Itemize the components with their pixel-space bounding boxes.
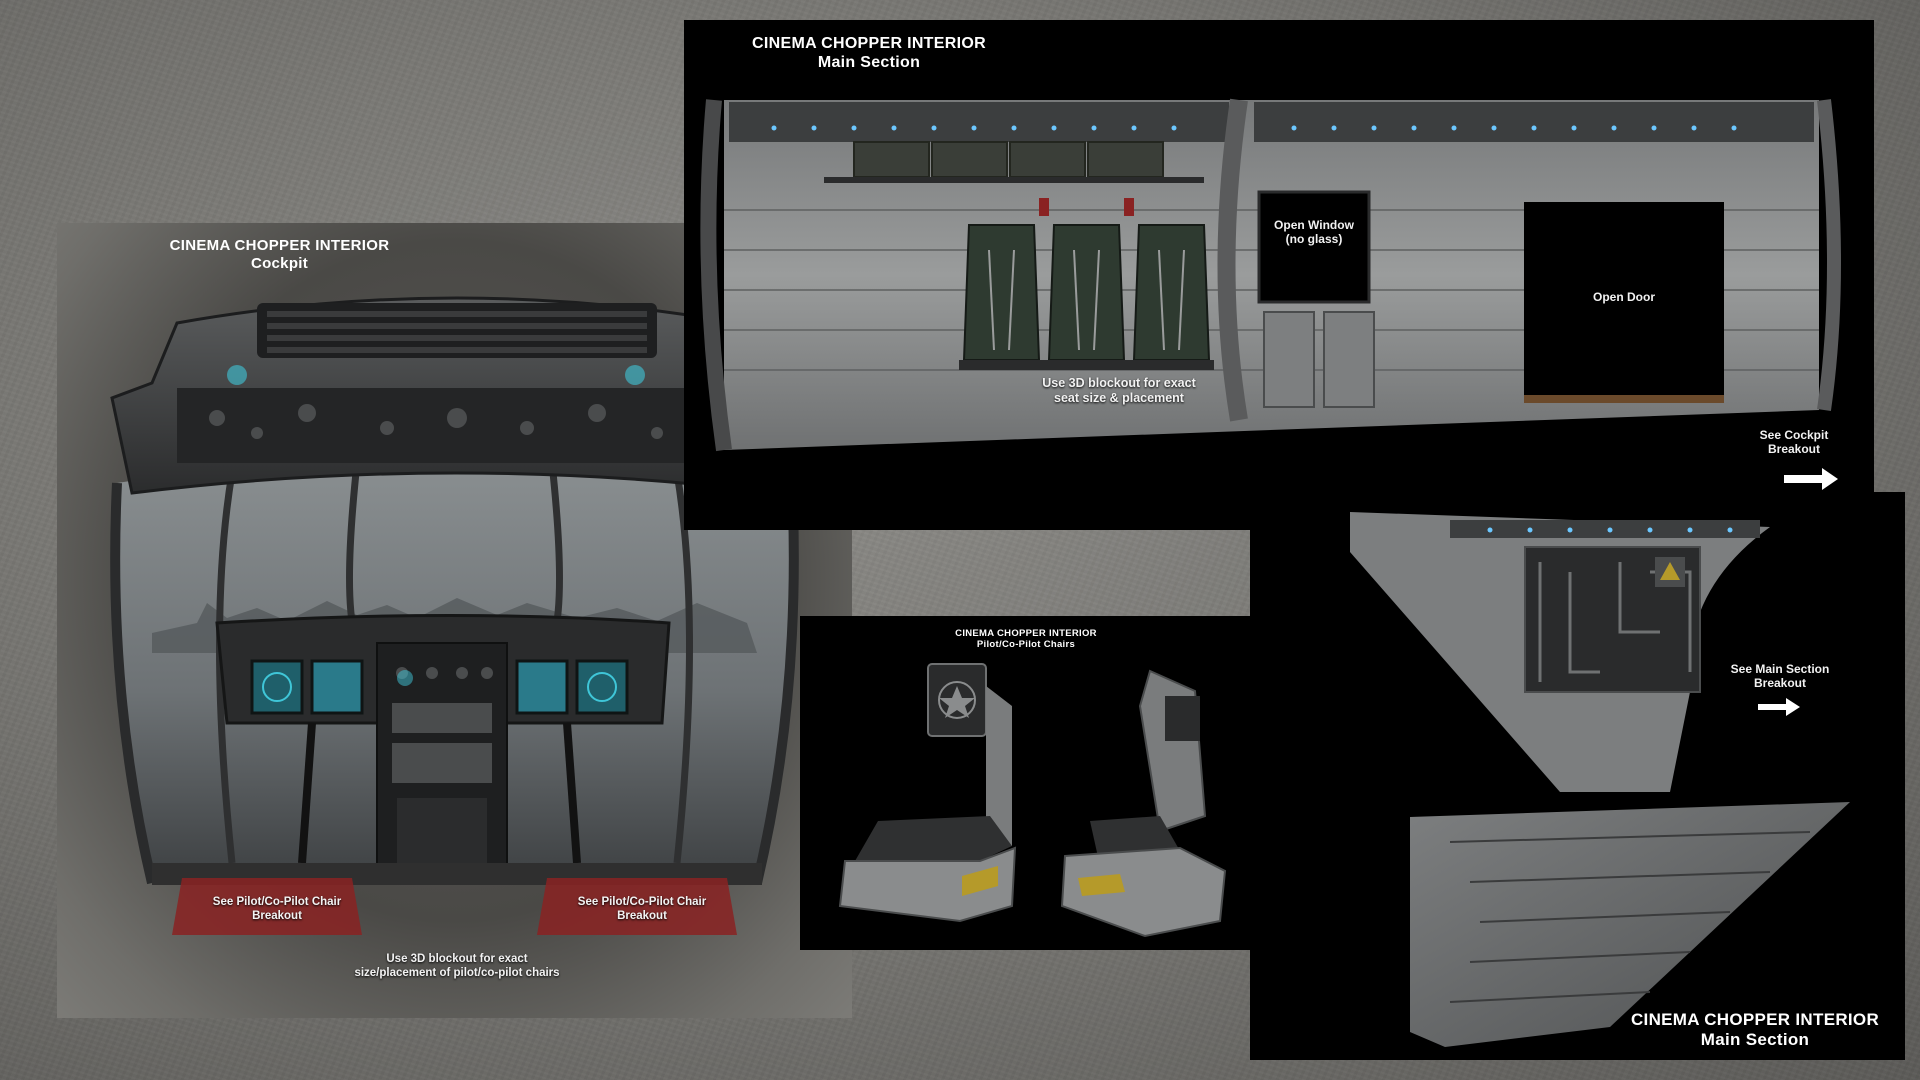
window-label-line2: (no glass) <box>1285 232 1343 247</box>
cockpit-title-line1: CINEMA CHOPPER INTERIOR <box>169 237 390 254</box>
main-section-top-panel: CINEMA CHOPPER INTERIOR Main Section <box>684 20 1874 530</box>
main-section-illustration <box>700 98 1841 452</box>
floor-ramp <box>1410 802 1850 1047</box>
jump-seats <box>959 224 1214 370</box>
cockpit-title: CINEMA CHOPPER INTERIOR Cockpit <box>57 237 502 273</box>
chairs-panel: CINEMA CHOPPER INTERIOR Pilot/Co-Pilot C… <box>800 616 1252 950</box>
main-section-breakout-ref-line2: Breakout <box>1753 676 1806 691</box>
overhead-light-right <box>625 365 645 385</box>
cockpit-illustration <box>110 296 799 935</box>
main-section-breakout-ref: See Main Section Breakout <box>1715 662 1845 691</box>
mfd-screen-3 <box>515 659 569 715</box>
cockpit-blockout-note-line2: size/placement of pilot/co-pilot chairs <box>354 966 560 979</box>
canopy-strut-4 <box>673 472 693 864</box>
arrow-right-icon <box>1758 698 1800 716</box>
main-section-bottom-panel: See Main Section Breakout CINEMA CHOPPER… <box>1250 492 1905 1060</box>
wall-hatch-2 <box>1323 311 1375 408</box>
seat-note-line1: Use 3D blockout for exact <box>1042 376 1196 390</box>
red-handle-2 <box>1124 198 1134 216</box>
cyclic-stick-right <box>563 722 581 864</box>
ceiling-rail-right <box>1254 102 1814 142</box>
cockpit-breakout-ref-line2: Breakout <box>1767 442 1820 457</box>
warning-icon <box>1660 562 1680 580</box>
main-section-breakout-ref-line1: See Main Section <box>1730 662 1830 676</box>
frame-rib-left <box>700 99 732 452</box>
cargo-boxes <box>853 141 1164 178</box>
ceiling-rail-left <box>729 102 1229 142</box>
window-label-line1: Open Window <box>1274 218 1354 232</box>
chairs-title-line1: CINEMA CHOPPER INTERIOR <box>955 628 1097 639</box>
overhead-light-left <box>227 365 247 385</box>
wall-hatch-1 <box>1263 311 1315 408</box>
main-bottom-title: CINEMA CHOPPER INTERIOR Main Section <box>1610 1010 1900 1051</box>
left-chair-zone <box>172 878 362 935</box>
cockpit-blockout-note-line1: Use 3D blockout for exact <box>386 953 528 965</box>
cargo-shelf <box>824 177 1204 183</box>
main-bottom-title-line1: CINEMA CHOPPER INTERIOR <box>1630 1010 1880 1029</box>
canopy-frame-right-outer <box>752 482 799 885</box>
red-handle-1 <box>1039 198 1049 216</box>
door-sill <box>1524 395 1724 403</box>
main-top-title: CINEMA CHOPPER INTERIOR Main Section <box>719 34 1019 72</box>
mfd-screen-2 <box>310 659 364 715</box>
cockpit-breakout-ref-line1: See Cockpit <box>1759 428 1829 442</box>
cyclic-stick-left <box>298 722 316 864</box>
seat-note-line2: seat size & placement <box>1054 391 1184 405</box>
main-top-title-line1: CINEMA CHOPPER INTERIOR <box>752 35 986 52</box>
main-bottom-illustration <box>1350 512 1850 1047</box>
main-bottom-title-line2: Main Section <box>1700 1030 1810 1050</box>
window-label: Open Window (no glass) <box>1259 218 1369 247</box>
chairs-illustration <box>838 663 1227 938</box>
open-window <box>1257 190 1371 304</box>
cockpit-title-line2: Cockpit <box>250 255 309 272</box>
frame-rib-right <box>1817 99 1841 411</box>
left-chair-note: See Pilot/Co-Pilot Chair Breakout <box>212 896 342 922</box>
arrow-right-icon <box>1784 468 1838 490</box>
main-top-title-line2: Main Section <box>817 54 921 72</box>
right-chair-zone <box>537 878 737 935</box>
open-door <box>1524 202 1724 397</box>
right-chair-note: See Pilot/Co-Pilot Chair Breakout <box>577 896 707 922</box>
seat-note: Use 3D blockout for exact seat size & pl… <box>994 376 1244 406</box>
chairs-title-line2: Pilot/Co-Pilot Chairs <box>976 639 1076 651</box>
pilot-chair <box>838 663 1017 923</box>
cockpit-blockout-note: Use 3D blockout for exact size/placement… <box>257 953 657 981</box>
mfd-screen-4 <box>575 659 629 715</box>
mfd-screen-1 <box>250 659 304 715</box>
cockpit-breakout-ref: See Cockpit Breakout <box>1744 428 1844 457</box>
canopy-frame-left-outer <box>110 482 157 885</box>
copilot-chair <box>1060 669 1227 938</box>
chairs-title: CINEMA CHOPPER INTERIOR Pilot/Co-Pilot C… <box>800 628 1252 651</box>
frame-rib-center <box>1217 98 1248 422</box>
door-label: Open Door <box>1593 290 1655 304</box>
